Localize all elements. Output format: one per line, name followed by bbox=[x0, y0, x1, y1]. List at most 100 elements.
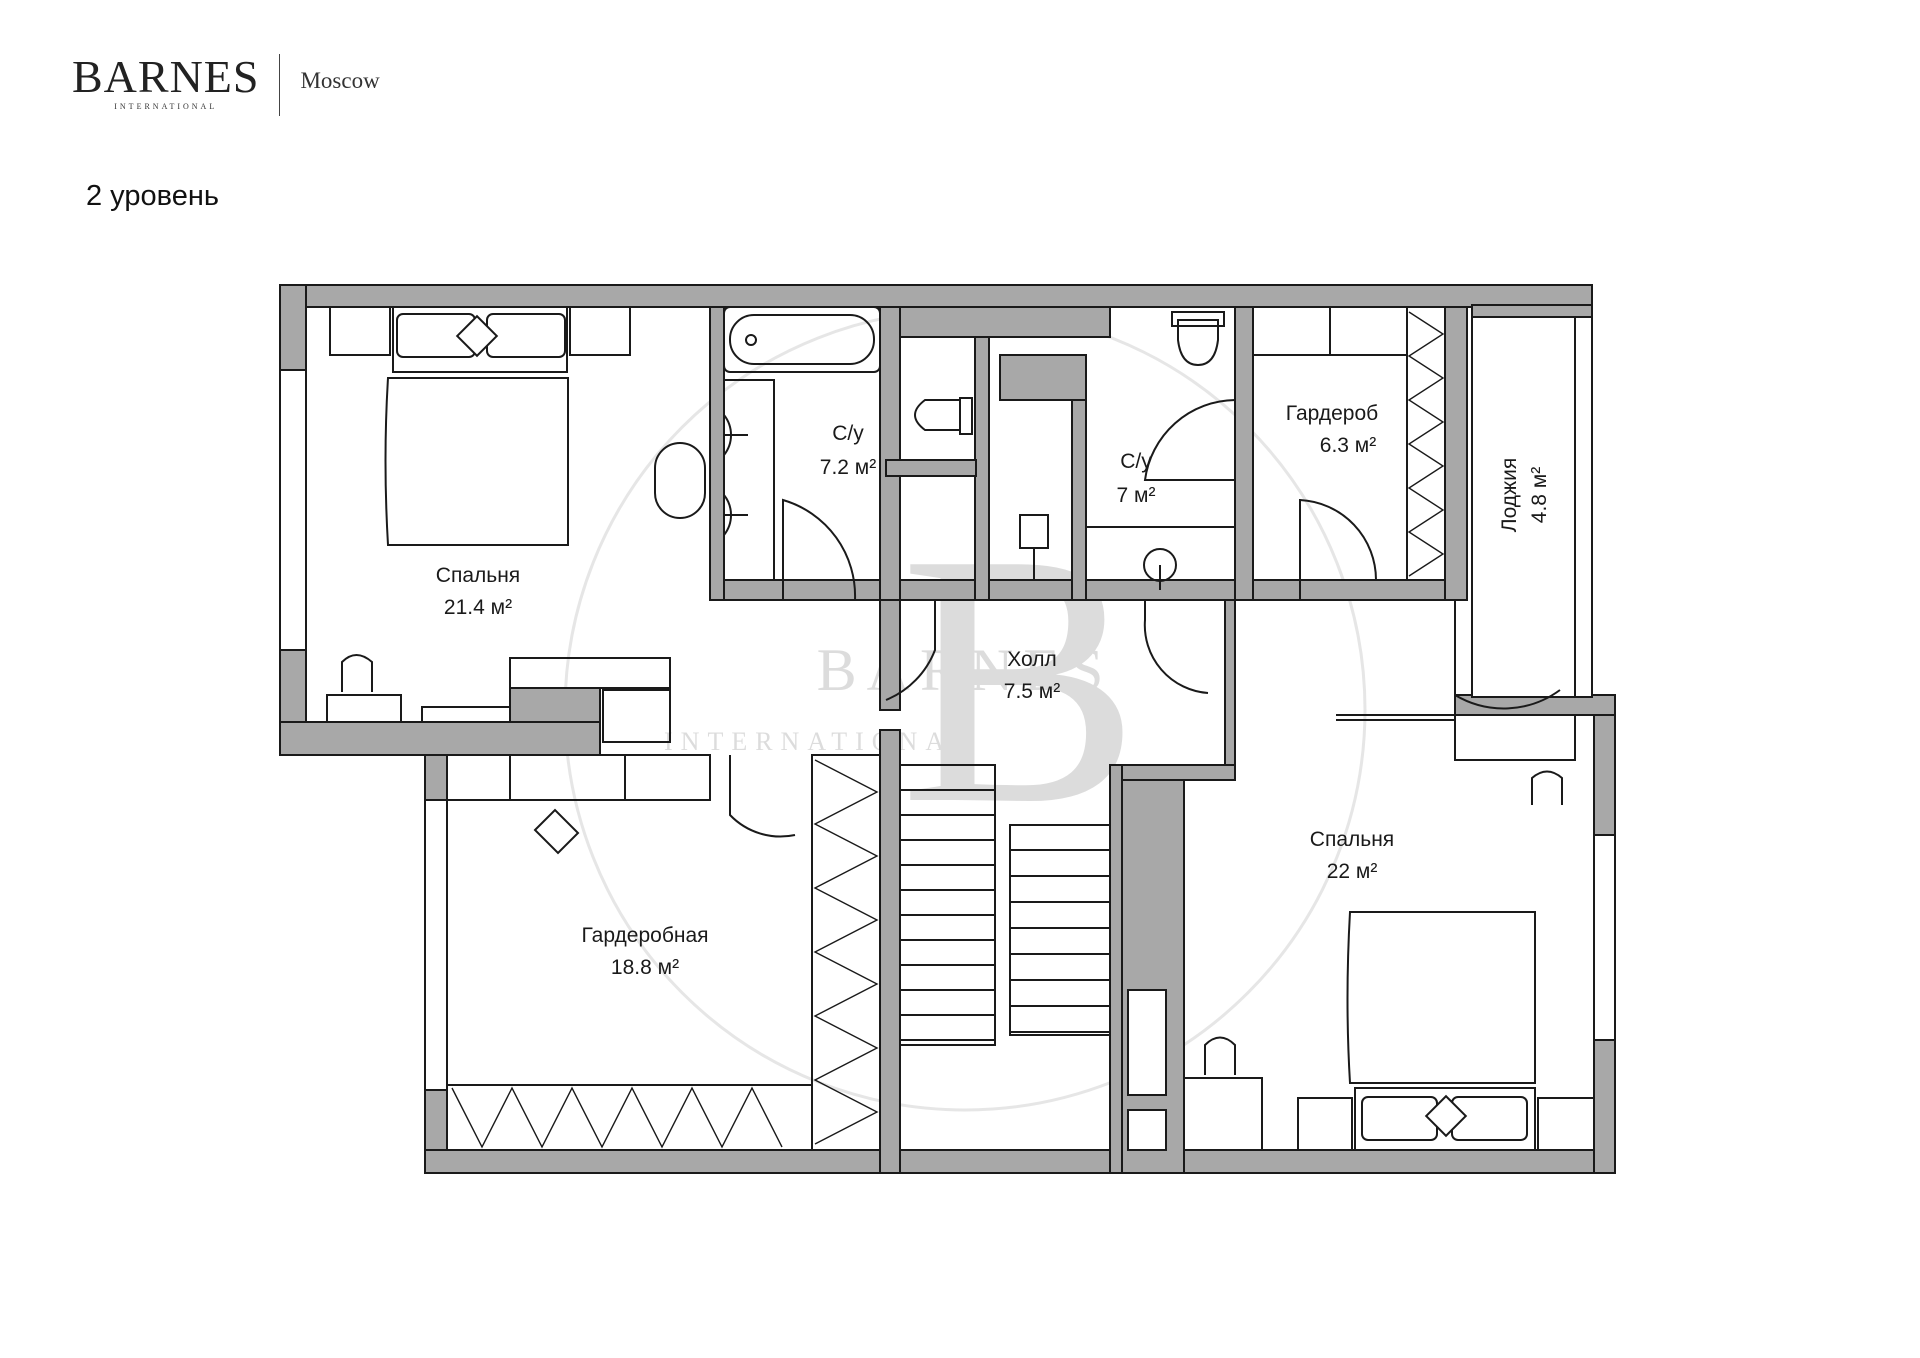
closet-column-cells bbox=[1127, 989, 1167, 1151]
door-dressing bbox=[729, 755, 796, 838]
toilet-2 bbox=[1177, 319, 1219, 367]
wall-shaft-top bbox=[899, 306, 1111, 338]
stair-treads bbox=[900, 789, 1110, 1041]
wall-bottom bbox=[424, 1149, 1616, 1174]
bench-1 bbox=[421, 706, 511, 723]
door-bath1 bbox=[782, 498, 857, 601]
closet-cell-upper bbox=[1127, 989, 1167, 1096]
bed-1 bbox=[384, 377, 569, 546]
shelf-small-2 bbox=[1329, 306, 1408, 356]
brand-block: BARNES INTERNATIONAL bbox=[72, 51, 260, 112]
stair-flight-right bbox=[1009, 824, 1111, 1036]
wall-closet-column bbox=[1121, 779, 1185, 1174]
brand-subtitle: INTERNATIONAL bbox=[114, 102, 218, 111]
room-area-hall: 7.5 м² bbox=[1004, 680, 1060, 703]
window-bedroom2-right bbox=[1593, 834, 1616, 1041]
room-area-bath1: 7.2 м² bbox=[820, 456, 876, 479]
chair-dressing bbox=[533, 808, 580, 855]
nightstand-right bbox=[569, 306, 631, 356]
toilet-1 bbox=[914, 399, 961, 431]
closet-cell-lower bbox=[1127, 1109, 1167, 1151]
room-area-loggia: 4.8 м² bbox=[1528, 467, 1551, 523]
dressing-shelves-top bbox=[446, 754, 711, 801]
room-name-bedroom2: Спальня bbox=[1310, 828, 1394, 851]
rack-small bbox=[1406, 306, 1446, 581]
level-title: 2 уровень bbox=[86, 180, 219, 212]
window-bedroom1-left bbox=[279, 369, 307, 651]
hanger-zigzags bbox=[451, 311, 1445, 1149]
wall-shaft-left bbox=[974, 306, 990, 601]
toilet-1-tank bbox=[959, 397, 973, 435]
cushion-2 bbox=[1424, 1094, 1468, 1138]
wall-loggia-top bbox=[1471, 304, 1593, 318]
wall-bath1-right bbox=[879, 306, 901, 601]
room-name-wardrobe-small: Гардероб bbox=[1286, 402, 1378, 425]
wall-stair-left bbox=[879, 729, 901, 1174]
wall-hall-right bbox=[1224, 599, 1236, 781]
wall-bath1-left bbox=[709, 306, 725, 601]
window-loggia bbox=[1471, 316, 1593, 698]
vanity-counter bbox=[723, 379, 775, 581]
watermark-brand: BARNES bbox=[817, 637, 1114, 703]
room-name-bath2: С/у bbox=[1120, 450, 1152, 473]
logo-divider bbox=[279, 54, 281, 116]
brand-city: Moscow bbox=[300, 68, 380, 93]
vanity-1 bbox=[326, 694, 402, 723]
barnes-logo: BARNES INTERNATIONAL Moscow bbox=[72, 52, 380, 116]
door-loggia bbox=[1454, 600, 1561, 710]
nightstand-left bbox=[329, 306, 391, 356]
chair-1 bbox=[341, 654, 373, 692]
dressing-rack-bottom bbox=[446, 1084, 813, 1151]
chair-bedroom2-a bbox=[1531, 770, 1563, 805]
bedroom2-shelf bbox=[1454, 714, 1576, 761]
wall-hall-left bbox=[879, 599, 901, 711]
chair-bedroom2-b bbox=[1204, 1036, 1236, 1075]
room-label-loggia: Лоджия 4.8 м² bbox=[1498, 458, 1551, 532]
room-name-bedroom1: Спальня bbox=[436, 564, 520, 587]
room-name-hall: Холл bbox=[1007, 648, 1057, 671]
wall-bedroom1-bottom bbox=[279, 721, 601, 756]
room-area-bedroom1: 21.4 м² bbox=[444, 596, 512, 619]
bed-2 bbox=[1346, 911, 1536, 1084]
cushion-1 bbox=[455, 314, 499, 358]
toilet-2-tank bbox=[1171, 311, 1225, 327]
nightstand-2a bbox=[1297, 1097, 1353, 1151]
wall-bedroom1-notch bbox=[509, 687, 601, 723]
doors bbox=[729, 399, 1561, 838]
stair-flight-left bbox=[899, 764, 996, 1046]
door-hall-left bbox=[885, 600, 936, 701]
window-dressing-left bbox=[424, 799, 448, 1091]
brand-name: BARNES bbox=[72, 51, 260, 102]
desk-1 bbox=[509, 657, 671, 689]
nightstand-2b bbox=[1537, 1097, 1595, 1151]
wall-hall-bottom bbox=[1109, 764, 1236, 781]
room-area-dressing: 18.8 м² bbox=[611, 956, 679, 979]
windows bbox=[279, 316, 1616, 1091]
room-area-bedroom2: 22 м² bbox=[1327, 860, 1378, 883]
bathtub-basin bbox=[729, 314, 875, 365]
wall-wardrobe-right bbox=[1444, 306, 1468, 601]
dressing-rack-right bbox=[811, 754, 881, 1151]
cabinet-1 bbox=[602, 689, 671, 743]
wall-top bbox=[279, 284, 1593, 308]
room-name-bath1: С/у bbox=[832, 422, 864, 445]
door-wardrobe-small bbox=[1299, 498, 1378, 600]
room-area-wardrobe-small: 6.3 м² bbox=[1320, 434, 1376, 457]
wall-shaft-block bbox=[999, 354, 1087, 401]
wall-bath1-internal bbox=[885, 459, 977, 477]
room-name-dressing: Гардеробная bbox=[581, 924, 708, 947]
room-labels: Спальня 21.4 м² С/у 7.2 м² С/у 7 м² Гард… bbox=[436, 402, 1551, 979]
door-hall-right bbox=[1143, 600, 1209, 694]
watermark: B BARNES INTERNATIONAL bbox=[563, 308, 1367, 1112]
shelf-small-1 bbox=[1252, 306, 1331, 356]
zigzag-wardrobe-small bbox=[1407, 311, 1445, 577]
room-area-bath2: 7 м² bbox=[1117, 484, 1156, 507]
desk-bedroom2 bbox=[1183, 1077, 1263, 1151]
bathtub-drain bbox=[745, 334, 757, 346]
room-name-loggia: Лоджия bbox=[1498, 458, 1521, 532]
door-bath2 bbox=[1143, 399, 1236, 481]
wall-stair-right bbox=[1109, 764, 1123, 1174]
wall-bath2-right bbox=[1234, 306, 1254, 601]
zigzag-dressing-right bbox=[813, 759, 879, 1145]
